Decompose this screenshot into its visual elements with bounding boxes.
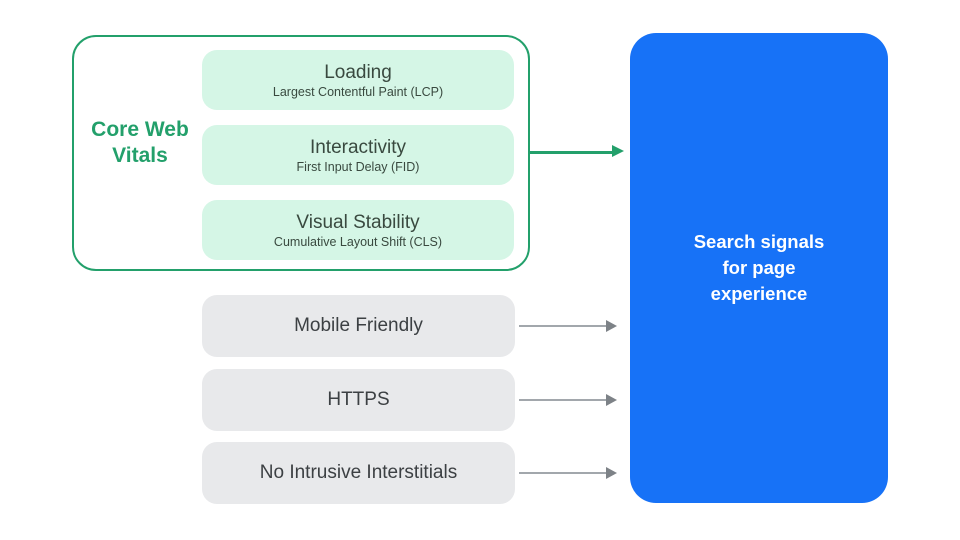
vital-subtitle: First Input Delay (FID) bbox=[296, 159, 420, 174]
gray-arrow-line bbox=[519, 325, 606, 327]
green-arrow-head-icon bbox=[612, 145, 624, 157]
vital-card-visual-stability: Visual Stability Cumulative Layout Shift… bbox=[202, 200, 514, 260]
vital-title: Interactivity bbox=[309, 136, 407, 158]
vital-title: Loading bbox=[324, 61, 392, 83]
signal-pill-mobile-friendly: Mobile Friendly bbox=[202, 295, 515, 357]
search-signals-result-box: Search signals for page experience bbox=[630, 33, 888, 503]
signal-pill-no-intrusive-interstitials: No Intrusive Interstitials bbox=[202, 442, 515, 504]
result-line: Search signals bbox=[693, 230, 825, 252]
green-arrow-line bbox=[530, 151, 612, 154]
vital-subtitle: Cumulative Layout Shift (CLS) bbox=[273, 234, 443, 249]
gray-arrow-head-icon bbox=[606, 320, 617, 332]
result-line: experience bbox=[710, 283, 808, 305]
signal-label: HTTPS bbox=[327, 389, 390, 410]
vital-subtitle: Largest Contentful Paint (LCP) bbox=[272, 84, 444, 99]
gray-arrow-head-icon bbox=[606, 467, 617, 479]
gray-arrow-head-icon bbox=[606, 394, 617, 406]
result-line: for page bbox=[722, 256, 796, 278]
signal-label: Mobile Friendly bbox=[294, 315, 423, 336]
core-web-vitals-group: Core Web Vitals Loading Largest Contentf… bbox=[72, 35, 530, 271]
signal-pill-https: HTTPS bbox=[202, 369, 515, 431]
vital-card-interactivity: Interactivity First Input Delay (FID) bbox=[202, 125, 514, 185]
signal-label: No Intrusive Interstitials bbox=[259, 462, 458, 483]
gray-arrow-line bbox=[519, 399, 606, 401]
vital-card-loading: Loading Largest Contentful Paint (LCP) bbox=[202, 50, 514, 110]
vital-title: Visual Stability bbox=[296, 211, 420, 233]
gray-arrow-line bbox=[519, 472, 606, 474]
core-web-vitals-label: Core Web Vitals bbox=[91, 118, 189, 168]
